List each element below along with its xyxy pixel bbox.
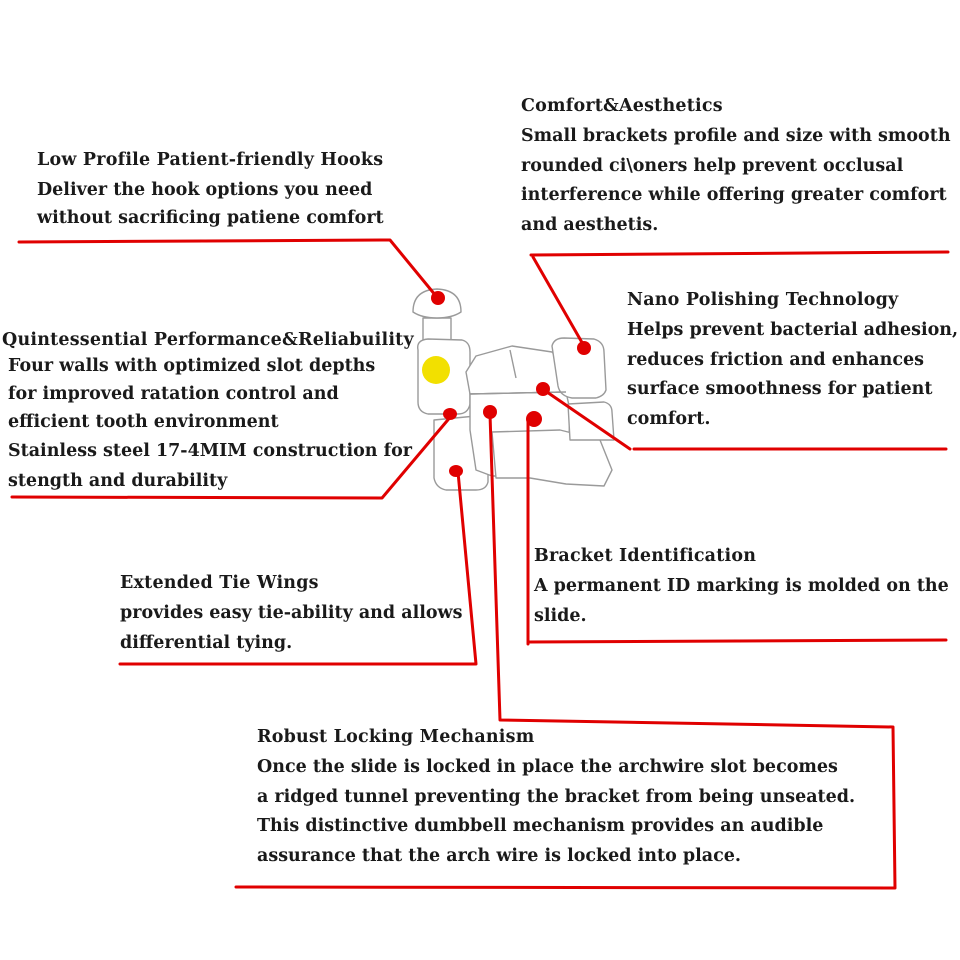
callout-robust-locking-mechanism: Robust Locking Mechanism Once the slide … (257, 727, 855, 871)
performance-highlight-marker (422, 356, 450, 384)
leader-nano (542, 388, 948, 451)
callout-line: Deliver the hook options you need (37, 180, 373, 200)
callout-line: Once the slide is locked in place the ar… (257, 757, 838, 777)
hook-marker (431, 291, 445, 305)
callout-title: Comfort&Aesthetics (521, 96, 723, 116)
callout-line: and aesthetis. (521, 214, 659, 235)
callout-line: stength and durability (8, 470, 228, 491)
callout-text: provides easy tie-ability and allows dif… (120, 599, 462, 658)
callout-line: interference while offering greater comf… (521, 185, 947, 205)
comfort-marker (577, 341, 591, 355)
callout-nano-polishing: Nano Polishing Technology Helps prevent … (627, 290, 958, 434)
callout-line: comfort. (627, 408, 711, 429)
callout-line: a ridged tunnel preventing the bracket f… (257, 786, 856, 807)
callout-extended-tie-wings: Extended Tie Wings provides easy tie-abi… (120, 573, 462, 658)
leader-lines (10, 238, 950, 890)
callout-title: Bracket Identification (534, 546, 757, 566)
callout-line: provides easy tie-ability and allows (120, 603, 463, 623)
callout-text-secondary: Stainless steel 17-4MIM construction for… (8, 437, 414, 496)
leader-locking (234, 412, 897, 890)
callout-comfort-aesthetics: Comfort&Aesthetics Small brackets profil… (521, 96, 951, 240)
callout-title: Nano Polishing Technology (627, 290, 899, 310)
callout-text: Small brackets profile and size with smo… (521, 122, 951, 240)
callout-line: assurance that the arch wire is locked i… (257, 845, 741, 866)
callout-line: without sacrificing patiene comfort (37, 208, 384, 228)
callout-text: A permanent ID marking is molded on the … (534, 572, 949, 631)
quint-marker (443, 408, 457, 420)
callout-title: Extended Tie Wings (120, 573, 319, 593)
right-tie-wing-upper (551, 337, 607, 399)
callout-line: Stainless steel 17-4MIM construction for (8, 441, 412, 461)
leader-quint (10, 413, 454, 500)
bracketid-marker (526, 411, 542, 427)
callout-line: Four walls with optimized slot depths (8, 356, 376, 376)
leader-tiewings (118, 470, 478, 666)
callout-line: slide. (534, 605, 587, 626)
callout-line: rounded ci\oners help prevent occlusal (521, 155, 904, 176)
callout-low-profile-hooks: Low Profile Patient-friendly Hooks Deliv… (37, 150, 384, 232)
callout-line: for improved ratation control and (8, 384, 339, 404)
callout-line: Small brackets profile and size with smo… (521, 126, 951, 146)
callout-line: Helps prevent bacterial adhesion, (627, 320, 959, 340)
leader-comfort (529, 250, 950, 348)
callout-text: Four walls with optimized slot depths fo… (8, 352, 414, 436)
callout-line: surface smoothness for patient (627, 379, 933, 399)
callout-line: A permanent ID marking is molded on the (534, 576, 949, 596)
tiewing-marker (449, 465, 463, 477)
leader-bracketid (526, 418, 948, 646)
callout-title: Low Profile Patient-friendly Hooks (37, 150, 384, 170)
callout-line: differential tying. (120, 632, 293, 653)
callout-line: This distinctive dumbbell mechanism prov… (257, 816, 824, 836)
feature-markers (422, 291, 591, 477)
callout-line: reduces friction and enhances (627, 349, 924, 370)
callout-line: efficient tooth environment (8, 412, 279, 432)
locking-marker (483, 405, 497, 419)
callout-text: Once the slide is locked in place the ar… (257, 753, 855, 871)
callout-title: Robust Locking Mechanism (257, 727, 535, 747)
callout-text: Helps prevent bacterial adhesion, reduce… (627, 316, 958, 434)
nano-marker (536, 382, 550, 396)
bracket-illustration (412, 288, 615, 491)
callout-quintessential-performance: Quintessential Performance&Reliabuility … (2, 330, 414, 496)
callout-text: Deliver the hook options you need withou… (37, 176, 384, 232)
center-slide (465, 345, 567, 395)
leader-hooks (17, 238, 438, 298)
callout-title: Quintessential Performance&Reliabuility (2, 330, 414, 350)
callout-bracket-identification: Bracket Identification A permanent ID ma… (534, 546, 949, 631)
